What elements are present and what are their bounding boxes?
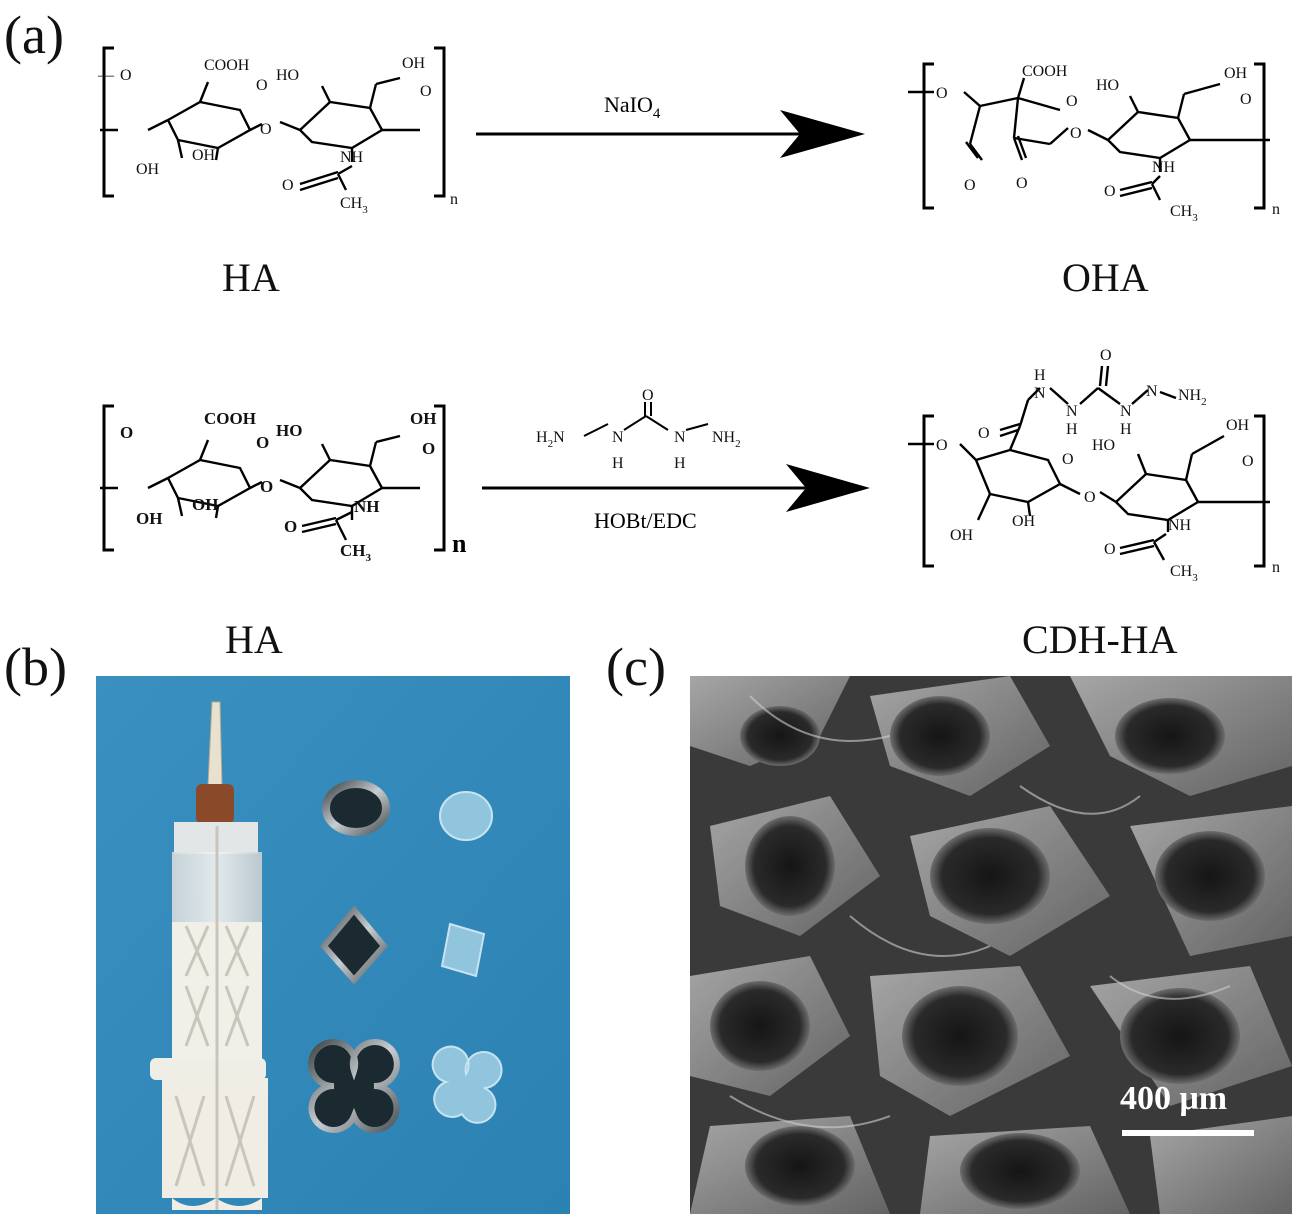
svg-text:CH3: CH3	[1170, 563, 1198, 584]
svg-text:n: n	[450, 191, 458, 208]
svg-text:N: N	[674, 429, 686, 446]
svg-text:O: O	[964, 177, 976, 194]
svg-text:OH: OH	[192, 495, 218, 514]
svg-text:O: O	[420, 83, 432, 100]
svg-text:H: H	[1034, 367, 1046, 384]
scale-bar-label: 400 μm	[1120, 1080, 1228, 1117]
scheme1-reactant-name: HA	[222, 255, 280, 300]
scheme2-reagent-bottom: HOBt/EDC	[594, 508, 697, 533]
svg-text:COOH: COOH	[204, 409, 256, 428]
scheme2-reactant-name: HA	[225, 617, 283, 662]
svg-text:NH2: NH2	[1178, 387, 1207, 408]
svg-text:H: H	[1066, 421, 1078, 438]
svg-text:NH2: NH2	[712, 429, 741, 450]
svg-text:OH: OH	[402, 55, 426, 72]
svg-text:O: O	[1104, 541, 1116, 558]
panel-label-b: (b)	[4, 637, 67, 697]
svg-text:O: O	[282, 177, 294, 194]
svg-text:CH3: CH3	[1170, 203, 1198, 224]
svg-text:OH: OH	[950, 527, 974, 544]
svg-text:OH: OH	[136, 161, 160, 178]
molds	[308, 780, 400, 1133]
scheme2-product-name: CDH-HA	[1022, 617, 1178, 662]
svg-text:O: O	[1240, 91, 1252, 108]
svg-text:n: n	[452, 529, 467, 558]
svg-text:HO: HO	[1092, 437, 1115, 454]
svg-text:OH: OH	[1226, 417, 1250, 434]
svg-text:COOH: COOH	[1022, 63, 1068, 80]
svg-text:N: N	[1034, 385, 1046, 402]
panel-label-a: (a)	[4, 5, 64, 65]
oha-structure: O COOH O O O O HO OH O NH O CH3 n	[908, 62, 1280, 224]
svg-text:H2N: H2N	[536, 429, 565, 450]
ha-structure-2: O COOH O O OH OH HO OH O NH O CH3 n	[98, 404, 467, 564]
svg-text:CH3: CH3	[340, 541, 372, 564]
svg-text:O: O	[120, 423, 133, 442]
svg-text:n: n	[1272, 559, 1280, 576]
reaction-scheme: — O COOH O O OH OH HO OH O NH O CH3 n Na…	[97, 46, 1280, 584]
svg-text:NH: NH	[1152, 159, 1176, 176]
svg-text:n: n	[1272, 201, 1280, 218]
svg-text:O: O	[1104, 183, 1116, 200]
cdh-ha-structure: O H N N H O N H N NH2 O O O OH OH HO OH …	[908, 347, 1280, 584]
svg-text:N: N	[1066, 403, 1078, 420]
scale-bar	[1122, 1130, 1254, 1136]
svg-text:O: O	[1016, 175, 1028, 192]
svg-text:OH: OH	[192, 147, 216, 164]
scheme1-reagent: NaIO4	[604, 92, 661, 122]
svg-text:O: O	[1066, 93, 1078, 110]
svg-text:O: O	[642, 387, 654, 404]
svg-text:O: O	[1062, 451, 1074, 468]
svg-text:O: O	[256, 77, 268, 94]
svg-text:OH: OH	[1012, 513, 1036, 530]
svg-text:H: H	[612, 455, 624, 472]
svg-text:O: O	[936, 85, 948, 102]
svg-text:H: H	[1120, 421, 1132, 438]
svg-text:NH: NH	[1168, 517, 1192, 534]
panel-c-sem-image: 400 μm	[690, 676, 1292, 1214]
svg-text:—: —	[97, 67, 115, 84]
svg-text:N: N	[1120, 403, 1132, 420]
panel-b-photo	[96, 676, 570, 1214]
svg-text:N: N	[612, 429, 624, 446]
svg-text:O: O	[1242, 453, 1254, 470]
syringe	[150, 701, 268, 1210]
svg-text:O: O	[260, 121, 272, 138]
svg-text:N: N	[1146, 383, 1158, 400]
svg-text:O: O	[978, 425, 990, 442]
svg-text:O: O	[1100, 347, 1112, 364]
carbodihydrazide-reagent: H2N N H N H O NH2	[536, 387, 741, 472]
svg-text:HO: HO	[276, 67, 299, 84]
svg-text:HO: HO	[1096, 77, 1119, 94]
svg-text:O: O	[284, 517, 297, 536]
ha-structure-1: — O COOH O O OH OH HO OH O NH O CH3 n	[97, 46, 458, 216]
svg-text:CH3: CH3	[340, 195, 368, 216]
svg-text:HO: HO	[276, 421, 302, 440]
svg-text:NH: NH	[340, 149, 364, 166]
svg-text:OH: OH	[410, 409, 436, 428]
svg-text:O: O	[260, 477, 273, 496]
svg-text:O: O	[120, 67, 132, 84]
panel-label-c: (c)	[606, 637, 666, 697]
svg-text:O: O	[422, 439, 435, 458]
svg-text:COOH: COOH	[204, 57, 250, 74]
svg-text:O: O	[936, 437, 948, 454]
svg-text:OH: OH	[1224, 65, 1248, 82]
scheme1-product-name: OHA	[1062, 255, 1149, 300]
svg-text:O: O	[256, 433, 269, 452]
svg-text:O: O	[1084, 489, 1096, 506]
svg-text:H: H	[674, 455, 686, 472]
hydrogels	[431, 791, 503, 1124]
svg-text:NH: NH	[354, 497, 380, 516]
svg-text:OH: OH	[136, 509, 162, 528]
svg-text:O: O	[1070, 125, 1082, 142]
